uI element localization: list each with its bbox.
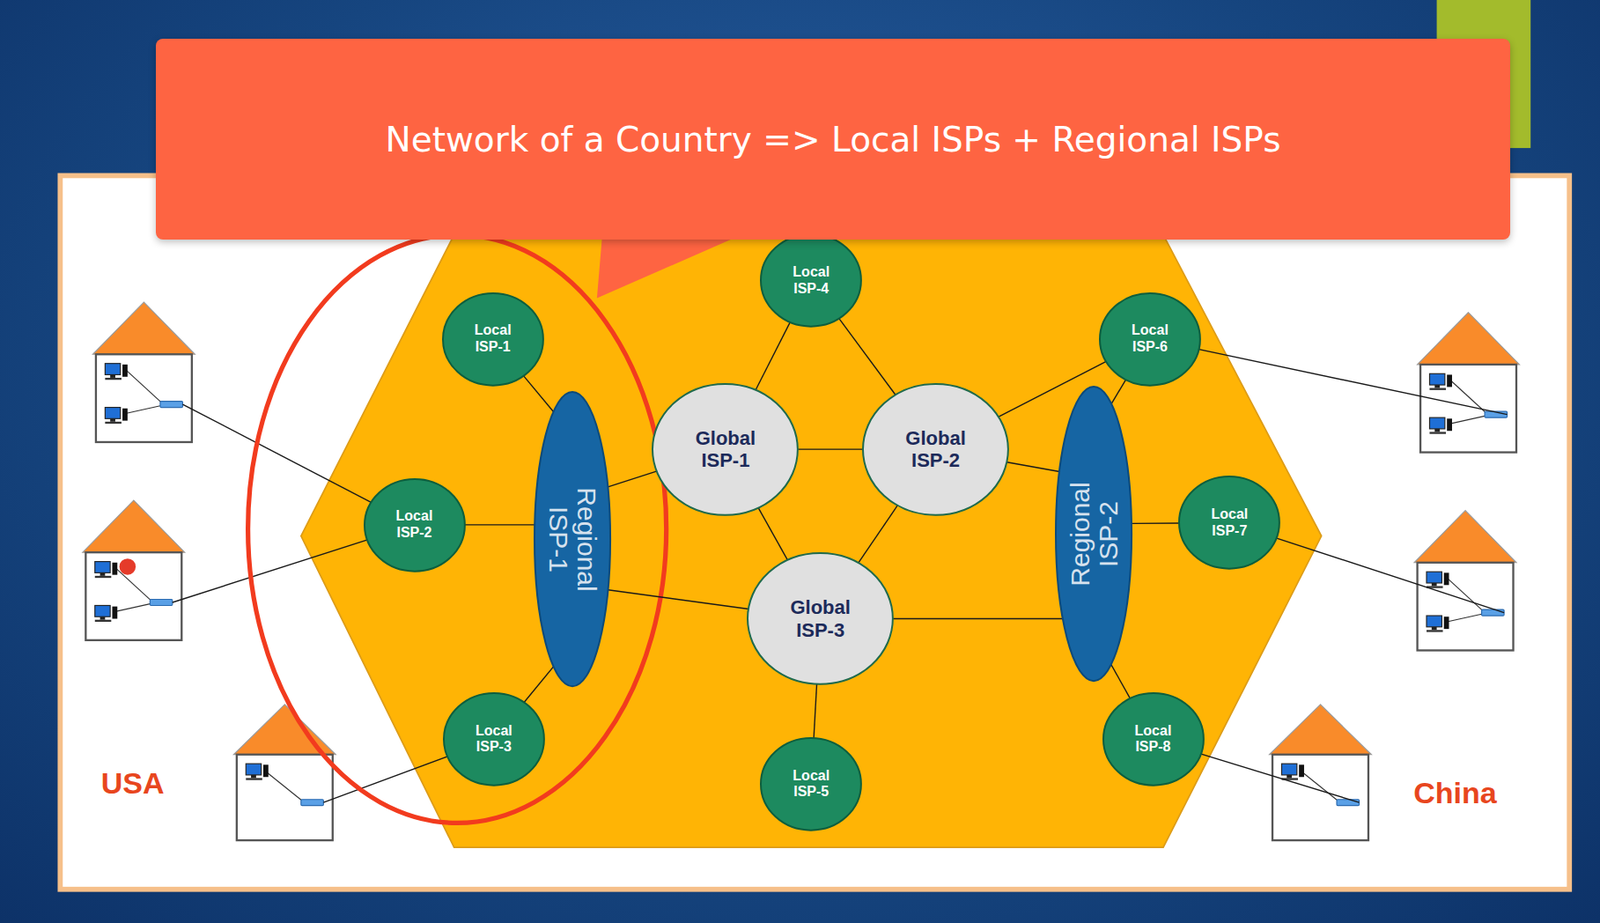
callout-tail — [597, 237, 735, 298]
local-isp-circle: Local ISP-4 — [759, 233, 863, 328]
house-icon — [233, 704, 336, 841]
local-isp-circle: Local ISP-3 — [442, 692, 546, 787]
node-shape — [534, 391, 611, 686]
network-link — [1111, 379, 1126, 405]
node-shape — [443, 693, 545, 786]
isp-label: Local ISP-3 — [466, 722, 522, 756]
node-shape — [442, 293, 544, 386]
local-isp-circle: Local ISP-7 — [1178, 475, 1281, 570]
text-block: Local ISP-5 — [783, 767, 839, 801]
text-block: Regional ISP-1 — [545, 481, 601, 597]
house-icon — [92, 302, 195, 443]
network-hexagon — [301, 235, 1322, 848]
callout-box: Network of a Country => Local ISPs + Reg… — [155, 38, 1511, 240]
country-label: China — [1413, 774, 1497, 810]
house-icon — [82, 500, 185, 641]
network-link — [797, 448, 863, 450]
network-link — [755, 322, 790, 390]
text-block: Regional ISP-2 — [1066, 476, 1122, 591]
network-link — [607, 589, 749, 610]
house-icon — [1414, 510, 1517, 651]
house-icon — [1269, 704, 1372, 841]
node-shape — [364, 479, 465, 572]
local-isp-circle: Local ISP-2 — [363, 478, 466, 573]
marker-dot — [119, 558, 137, 576]
network-link — [523, 666, 553, 703]
local-isp-circle: Local ISP-1 — [442, 292, 545, 387]
global-isp-circle: Global ISP-3 — [746, 552, 894, 686]
network-link — [607, 471, 657, 487]
text-block: Local ISP-4 — [783, 264, 839, 297]
isp-label: Global ISP-1 — [683, 427, 768, 472]
isp-label: Regional ISP-1 — [545, 481, 601, 597]
network-link — [839, 318, 896, 395]
isp-label: Global ISP-3 — [778, 596, 863, 642]
network-link — [523, 375, 553, 412]
node-shape — [760, 737, 862, 831]
text-block: Global ISP-3 — [778, 596, 863, 642]
house-icon — [1417, 312, 1520, 453]
network-link — [858, 504, 899, 563]
network-link — [758, 507, 788, 561]
regional-isp-ellipse: Regional ISP-1 — [533, 390, 612, 687]
text-block: Global ISP-1 — [683, 427, 768, 472]
callout-title: Network of a Country => Local ISPs + Reg… — [384, 119, 1281, 160]
isp-label: Local ISP-2 — [386, 508, 442, 541]
node-shape — [1103, 693, 1204, 786]
text-block: Local ISP-3 — [466, 722, 522, 756]
network-link — [813, 684, 817, 738]
isp-label: Local ISP-1 — [465, 322, 521, 355]
local-isp-circle: Local ISP-5 — [759, 737, 863, 832]
regional-isp-ellipse: Regional ISP-2 — [1054, 385, 1133, 682]
network-link — [1006, 462, 1060, 472]
node-shape — [652, 383, 798, 516]
isp-label: Local ISP-8 — [1125, 722, 1180, 756]
node-shape — [1055, 386, 1132, 681]
global-isp-circle: Global ISP-2 — [862, 383, 1010, 517]
text-block: Local ISP-8 — [1125, 722, 1180, 756]
isp-label: Local ISP-5 — [783, 767, 839, 801]
global-isp-circle: Global ISP-1 — [651, 383, 799, 517]
node-shape — [1179, 476, 1280, 569]
text-block: Local ISP-7 — [1201, 506, 1257, 539]
access-wire — [1150, 339, 1508, 415]
text-block: Local ISP-1 — [465, 322, 521, 355]
isp-label: Local ISP-4 — [783, 264, 839, 297]
local-isp-circle: Local ISP-6 — [1098, 292, 1202, 387]
highlight-ellipse — [248, 235, 667, 824]
local-isp-circle: Local ISP-8 — [1102, 692, 1205, 787]
node-shape — [747, 552, 893, 685]
network-link — [892, 618, 1063, 620]
network-link — [1111, 664, 1130, 699]
isp-label: Local ISP-7 — [1201, 506, 1257, 539]
network-link — [1131, 522, 1180, 524]
node-shape — [1099, 293, 1201, 386]
text-block: Local ISP-2 — [386, 508, 442, 541]
text-block: Global ISP-2 — [893, 427, 979, 472]
node-shape — [862, 383, 1009, 516]
panel — [59, 175, 1570, 889]
network-link — [464, 523, 535, 525]
node-shape — [760, 234, 862, 327]
country-label: USA — [101, 766, 165, 801]
isp-label: Local ISP-6 — [1122, 322, 1178, 355]
text-block: Local ISP-6 — [1122, 322, 1178, 355]
isp-label: Regional ISP-2 — [1066, 476, 1122, 591]
isp-label: Global ISP-2 — [893, 427, 979, 472]
